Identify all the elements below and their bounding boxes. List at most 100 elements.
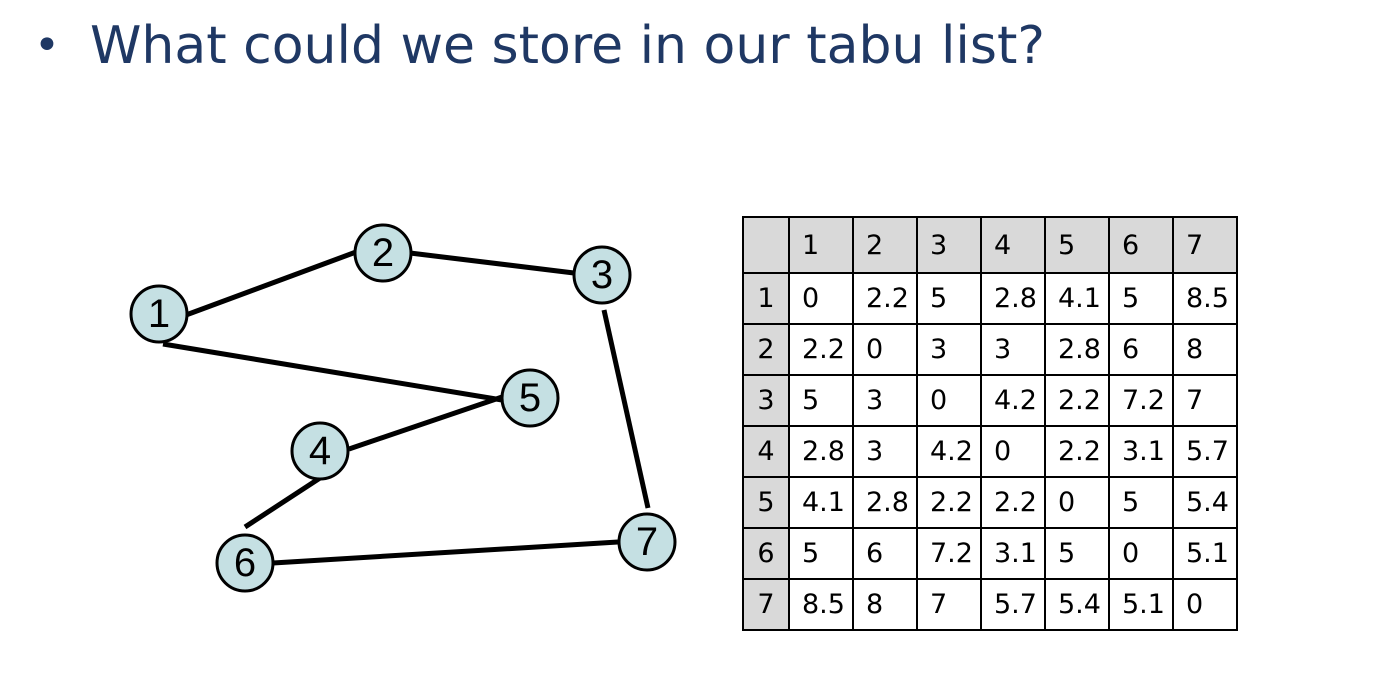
distance-cell: 3 [980,323,1046,376]
column-header: 1 [788,216,854,274]
node-circle [215,533,275,593]
row-header: 5 [742,476,790,529]
distance-cell: 5.7 [980,578,1046,631]
distance-cell: 5.7 [1172,425,1238,478]
column-header: 4 [980,216,1046,274]
column-header: 6 [1108,216,1174,274]
distance-cell: 3 [852,425,918,478]
node-label: 7 [636,520,658,564]
distance-cell: 7.2 [1108,374,1174,427]
distance-cell: 0 [1108,527,1174,580]
column-header: 3 [916,216,982,274]
distance-cell: 2.2 [980,476,1046,529]
slide-title-text: What could we store in our tabu list? [90,16,1045,76]
edge-7-6 [272,539,619,566]
distance-cell: 4.2 [916,425,982,478]
distance-cell: 0 [980,425,1046,478]
graph-node-1: 1 [129,284,189,344]
distance-cell: 2.8 [852,476,918,529]
distance-cell: 6 [1108,323,1174,376]
distance-cell: 2.8 [980,272,1046,325]
distance-cell: 5 [916,272,982,325]
distance-cell: 2.8 [1044,323,1110,376]
distance-cell: 2.2 [852,272,918,325]
tour-graph: 1 2 3 4 5 6 7 [129,223,677,593]
distance-cell: 5.4 [1044,578,1110,631]
distance-cell: 7.2 [916,527,982,580]
node-label: 3 [591,253,613,297]
distance-cell: 0 [916,374,982,427]
distance-cell: 5.1 [1108,578,1174,631]
node-circle [290,421,350,481]
distance-cell: 2.2 [1044,374,1110,427]
distance-cell: 0 [852,323,918,376]
slide-title: • What could we store in our tabu list? [34,6,1045,86]
row-header: 2 [742,323,790,376]
graph-node-7: 7 [617,512,677,572]
distance-cell: 2.2 [1044,425,1110,478]
graph-edges [162,249,651,566]
edge-6-4 [243,475,322,530]
distance-cell: 0 [788,272,854,325]
distance-cell: 5.1 [1172,527,1238,580]
distance-cell: 5.4 [1172,476,1238,529]
node-label: 4 [309,429,331,473]
distance-cell: 6 [852,527,918,580]
distance-cell: 3 [916,323,982,376]
node-label: 1 [148,292,170,336]
distance-cell: 2.8 [788,425,854,478]
node-circle [353,223,413,283]
graph-node-3: 3 [572,245,632,305]
distance-cell: 7 [1172,374,1238,427]
distance-cell: 3.1 [980,527,1046,580]
distance-cell: 0 [1044,476,1110,529]
node-label: 5 [519,376,541,420]
node-circle [617,512,677,572]
distance-cell: 8 [852,578,918,631]
column-header: 5 [1044,216,1110,274]
edge-3-7 [601,309,651,509]
edge-2-3 [409,250,575,276]
distance-cell: 4.1 [788,476,854,529]
distance-cell: 5 [1108,272,1174,325]
node-circle [572,245,632,305]
edge-5-1 [162,341,503,403]
edge-4-5 [348,394,503,452]
edge-1-2 [185,249,357,318]
distance-cell: 8.5 [1172,272,1238,325]
distance-cell: 3 [852,374,918,427]
table-corner-cell [742,216,790,274]
distance-cell: 5 [788,374,854,427]
distance-cell: 5 [1044,527,1110,580]
row-header: 1 [742,272,790,325]
distance-cell: 4.1 [1044,272,1110,325]
graph-node-5: 5 [500,368,560,428]
distance-cell: 5 [788,527,854,580]
row-header: 4 [742,425,790,478]
node-label: 6 [234,541,256,585]
distance-cell: 2.2 [788,323,854,376]
column-header: 7 [1172,216,1238,274]
column-header: 2 [852,216,918,274]
node-label: 2 [372,231,394,275]
row-header: 3 [742,374,790,427]
distance-cell: 8.5 [788,578,854,631]
graph-node-2: 2 [353,223,413,283]
distance-cell: 8 [1172,323,1238,376]
bullet-icon: • [34,20,60,71]
distance-cell: 0 [1172,578,1238,631]
node-circle [500,368,560,428]
row-header: 7 [742,578,790,631]
distance-cell: 2.2 [916,476,982,529]
node-circle [129,284,189,344]
distance-cell: 5 [1108,476,1174,529]
